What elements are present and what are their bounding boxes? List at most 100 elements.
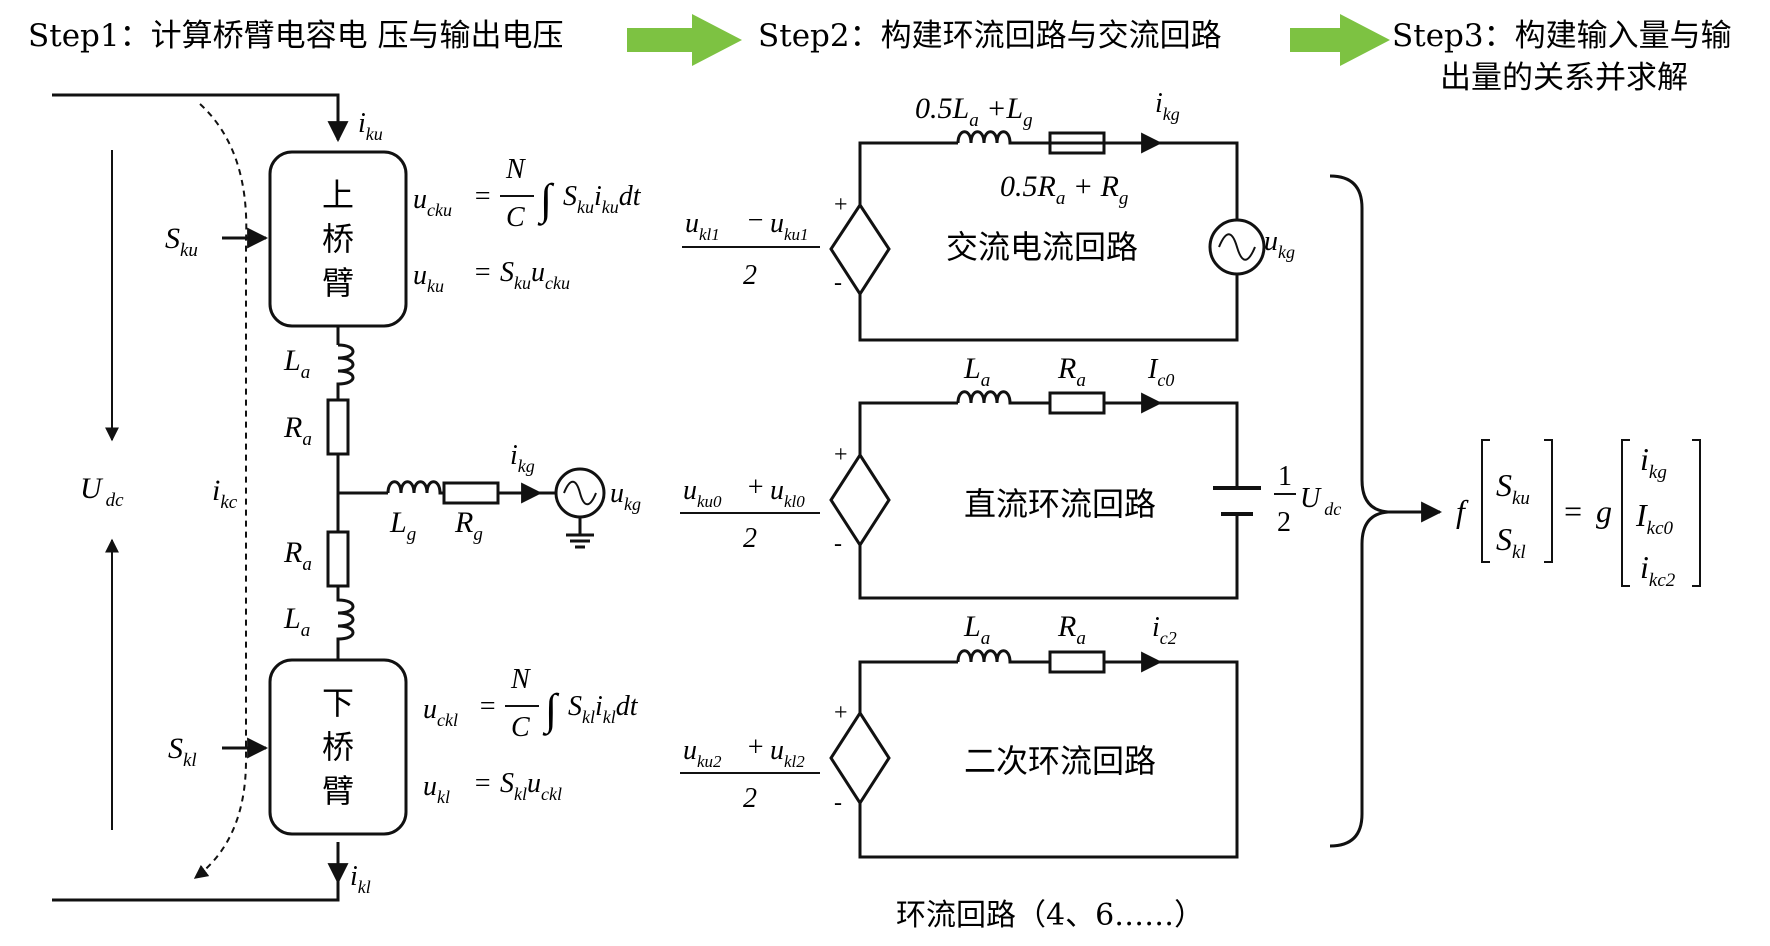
ac-loop-dependent-source-icon	[829, 202, 891, 297]
second-loop-ra-label: Ra	[1057, 610, 1086, 649]
step-arrow-2-icon	[1290, 14, 1390, 66]
ukg-label-left: ukg	[610, 478, 641, 514]
ikg-label-left: ikg	[510, 440, 535, 476]
svg-text:∫: ∫	[537, 175, 555, 226]
ac-loop-inductance-label: 0.5La +Lg	[915, 92, 1033, 131]
svg-text:Ikc0: Ikc0	[1635, 497, 1674, 539]
svg-text:Skl: Skl	[1496, 521, 1526, 563]
lower-resistor-icon	[326, 530, 350, 588]
svg-text:ikc2: ikc2	[1640, 549, 1676, 591]
ac-grid-sine	[563, 480, 597, 506]
upper-resistor-icon	[326, 398, 350, 456]
ikl-label: ikl	[350, 861, 371, 897]
svg-text:=: =	[473, 257, 492, 288]
second-harmonic-loop: uku2 + ukl2 2 + - La Ra ic2 二次环流回路	[680, 610, 1239, 859]
ac-loop-ukg-label: ukg	[1264, 226, 1295, 262]
svg-text:+: +	[746, 732, 765, 763]
ra-upper-label: Ra	[283, 411, 312, 450]
second-loop-wire	[858, 660, 1239, 859]
step2-title: Step2：构建环流回路与交流回路	[758, 18, 1222, 54]
ac-loop-ac-source-icon	[1208, 218, 1266, 276]
upper-arm-char-1: 上	[322, 176, 354, 214]
svg-text:C: C	[506, 202, 525, 233]
ac-current-loop: ukl1 − uku1 2 + - 0.5La +Lg 0.5Ra + Rg i…	[682, 88, 1295, 342]
dc-loop-plus: +	[834, 442, 848, 468]
la-upper-label: La	[283, 344, 310, 383]
ac-loop-resistance-label: 0.5Ra + Rg	[1000, 170, 1128, 209]
dc-loop-la-label: La	[963, 352, 990, 391]
second-loop-ic2-label: ic2	[1152, 612, 1177, 648]
upper-arm-equations: ucku = N C ∫ Skuikudt uku = Skuucku	[413, 154, 642, 296]
svg-text:uku1: uku1	[770, 208, 809, 244]
dc-negative-rail	[52, 855, 340, 902]
svg-text:2: 2	[743, 260, 757, 291]
lower-arm-equations: uckl = N C ∫ Sklikldt ukl = Skluckl	[423, 664, 639, 807]
svg-text:ukl: ukl	[423, 771, 450, 807]
second-loop-dependent-source-icon	[829, 710, 891, 806]
svg-text:uku: uku	[413, 260, 444, 296]
svg-text:Skuikudt: Skuikudt	[563, 181, 642, 217]
ac-loop-minus: -	[834, 270, 842, 296]
svg-text:ukl2: ukl2	[770, 735, 805, 771]
svg-text:g: g	[1596, 493, 1612, 529]
ac-loop-ikg-label: ikg	[1155, 88, 1180, 124]
step3-title-line2: 出量的关系并求解	[1440, 60, 1688, 96]
svg-text:uku2: uku2	[683, 735, 722, 771]
dc-loop-dependent-source-icon	[829, 452, 891, 548]
ac-loop-inductor-icon	[956, 130, 1050, 145]
rg-resistor-icon	[442, 481, 500, 505]
lower-arm-char-3: 臂	[322, 772, 354, 810]
svg-text:2: 2	[743, 523, 757, 554]
svg-text:=: =	[478, 691, 497, 722]
svg-text:∫: ∫	[542, 685, 560, 736]
lower-arm-box	[268, 658, 408, 836]
lower-arm-char-2: 桥	[322, 728, 354, 766]
lower-arm-char-1: 下	[322, 684, 354, 722]
ground-icon	[566, 517, 594, 549]
svg-text:1: 1	[1278, 461, 1292, 492]
svg-text:−: −	[746, 205, 765, 236]
upper-inductor-icon	[336, 343, 355, 400]
svg-text:Sku: Sku	[1496, 467, 1530, 509]
second-loop-minus: -	[834, 790, 842, 816]
svg-text:uku0: uku0	[683, 475, 722, 511]
dc-loop-resistor-icon	[1048, 391, 1106, 415]
svg-text:2: 2	[743, 783, 757, 814]
svg-text:2: 2	[1277, 507, 1291, 538]
right-brace	[1329, 174, 1443, 848]
la-lower-label: La	[283, 602, 310, 641]
svg-text:Skluckl: Skluckl	[500, 768, 562, 804]
dc-loop-capacitor-icon	[1213, 486, 1261, 516]
second-loop-title: 二次环流回路	[964, 742, 1156, 780]
svg-text:C: C	[511, 712, 530, 743]
svg-text:=: =	[473, 181, 492, 212]
dc-loop-source-expr: uku0 + ukl0 2	[680, 472, 820, 554]
ikc-label: ikc	[212, 474, 238, 513]
second-loop-source-expr: uku2 + ukl2 2	[680, 732, 820, 814]
ikc-dashed-loop	[193, 103, 248, 879]
step-arrow-1-icon	[627, 14, 742, 66]
svg-text:Sklikldt: Sklikldt	[568, 691, 639, 727]
step-headers: Step1：计算桥臂电容电 压与输出电压 Step2：构建环流回路与交流回路 S…	[28, 14, 1732, 96]
second-loop-resistor-icon	[1048, 650, 1106, 674]
ac-loop-plus: +	[834, 192, 848, 218]
second-loop-la-label: La	[963, 610, 990, 649]
step1-title: Step1：计算桥臂电容电 压与输出电压	[28, 18, 563, 54]
svg-text:N: N	[505, 154, 526, 185]
dc-loop-ic0-label: Ic0	[1147, 354, 1174, 390]
dc-loop-title: 直流环流回路	[964, 485, 1156, 523]
svg-text:Skuucku: Skuucku	[500, 257, 570, 293]
svg-text:=: =	[1562, 493, 1584, 529]
higher-loops-caption: 环流回路（4、6……）	[896, 898, 1204, 933]
second-loop-plus: +	[834, 700, 848, 726]
step3-title-line1: Step3：构建输入量与输	[1392, 18, 1732, 54]
dc-loop-minus: -	[834, 531, 842, 557]
svg-text:ucku: ucku	[413, 184, 452, 220]
svg-text:=: =	[473, 768, 492, 799]
ra-lower-label: Ra	[283, 536, 312, 575]
svg-text:f: f	[1456, 493, 1469, 529]
